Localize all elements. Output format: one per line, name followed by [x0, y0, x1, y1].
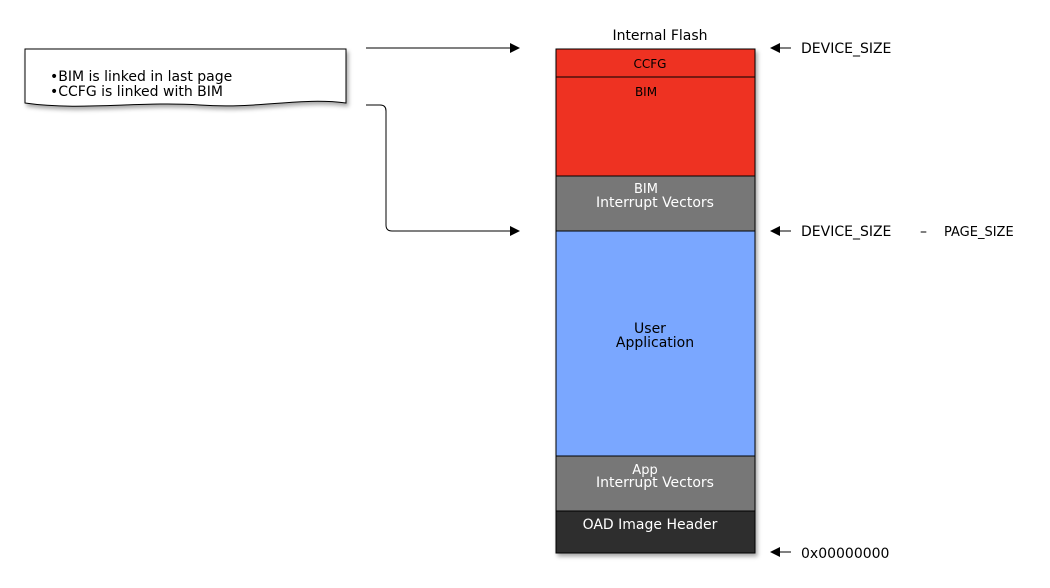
- block-oad-header: [555, 510, 756, 554]
- memory-column: [555, 48, 756, 554]
- marker-bottom-label: 0x00000000: [801, 546, 889, 562]
- note-line-1: •BIM is linked in last page: [50, 69, 232, 85]
- marker-page: DEVICE_SIZE – PAGE_SIZE: [770, 224, 1014, 240]
- marker-page-dash: –: [920, 224, 927, 240]
- arrowhead-icon: [770, 226, 780, 236]
- block-app-vectors: [555, 455, 756, 512]
- note-box: •BIM is linked in last page •CCFG is lin…: [24, 48, 347, 107]
- marker-page-right: PAGE_SIZE: [944, 225, 1014, 240]
- block-bim-vectors-label-2: Interrupt Vectors: [596, 195, 714, 211]
- marker-top: DEVICE_SIZE: [770, 41, 891, 57]
- arrowhead-icon: [510, 226, 520, 236]
- block-bim: [555, 76, 756, 177]
- block-oad-header-label: OAD Image Header: [583, 517, 718, 533]
- block-bim-label: BIM: [635, 85, 657, 99]
- marker-top-label: DEVICE_SIZE: [801, 41, 891, 57]
- block-app-vectors-label-2: Interrupt Vectors: [596, 475, 714, 491]
- block-app-vectors-label-1: App: [632, 463, 657, 478]
- arrowhead-icon: [510, 43, 520, 53]
- block-ccfg-label: CCFG: [634, 57, 667, 71]
- arrowhead-icon: [770, 43, 780, 53]
- block-user-application-label-1: User: [634, 321, 666, 337]
- note-connectors: [366, 43, 520, 236]
- arrowhead-icon: [770, 547, 780, 557]
- marker-bottom: 0x00000000: [770, 546, 889, 562]
- block-user-application: [555, 230, 756, 457]
- marker-page-left: DEVICE_SIZE: [801, 224, 891, 240]
- block-user-application-label-2: Application: [616, 335, 694, 351]
- note-line-2: •CCFG is linked with BIM: [50, 84, 223, 100]
- diagram-title: Internal Flash: [612, 28, 707, 44]
- block-bim-vectors-label-1: BIM: [634, 182, 658, 197]
